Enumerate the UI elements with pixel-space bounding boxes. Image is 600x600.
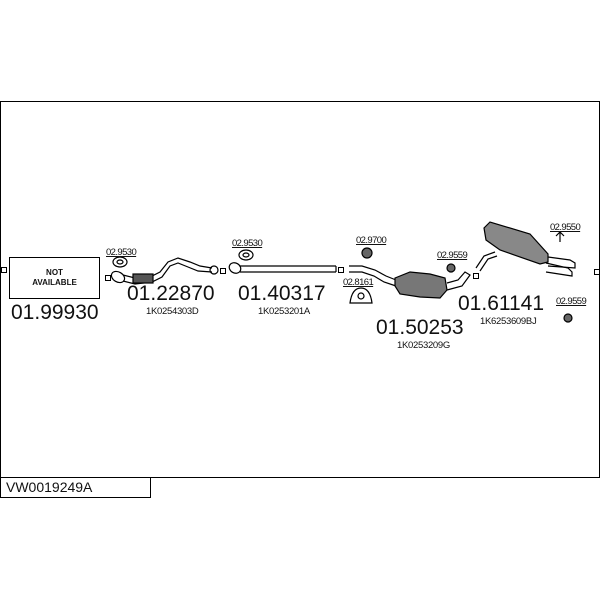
diagram-code: VW0019249A [0, 477, 151, 498]
oem-number: 1K0253209G [397, 340, 450, 351]
connection-point [338, 267, 344, 273]
connection-point [220, 268, 226, 274]
connection-point [594, 269, 600, 275]
fitting-number[interactable]: 02.8161 [343, 277, 374, 288]
fitting-number[interactable]: 02.9550 [550, 222, 581, 233]
not-available-line1: NOT [46, 267, 63, 277]
connection-point [105, 275, 111, 281]
not-available-line2: AVAILABLE [32, 278, 77, 287]
oem-number: 1K0254303D [146, 306, 199, 317]
fitting-number[interactable]: 02.9700 [356, 235, 387, 246]
fitting-number[interactable]: 02.9559 [556, 296, 587, 307]
fitting-number[interactable]: 02.9530 [232, 238, 263, 249]
fitting-number[interactable]: 02.9530 [106, 247, 137, 258]
part-number[interactable]: 01.50253 [376, 316, 464, 339]
centre-silencer-drawing [349, 247, 471, 304]
not-available-box: NOT AVAILABLE [9, 257, 100, 299]
part-number[interactable]: 01.61141 [458, 292, 545, 315]
oem-number: 1K0253201A [258, 306, 310, 317]
part-number[interactable]: 01.99930 [11, 301, 99, 324]
connection-point [473, 273, 479, 279]
intermediate-pipe-drawing [228, 262, 337, 274]
gasket-drawing [112, 249, 254, 268]
rear-silencer-drawing [475, 221, 576, 323]
part-number[interactable]: 01.40317 [238, 282, 326, 305]
front-pipe-drawing [110, 257, 219, 285]
connection-point [1, 267, 7, 273]
oem-number: 1K6253609BJ [480, 316, 537, 327]
fitting-number[interactable]: 02.9559 [437, 250, 468, 261]
part-number[interactable]: 01.22870 [127, 282, 215, 305]
